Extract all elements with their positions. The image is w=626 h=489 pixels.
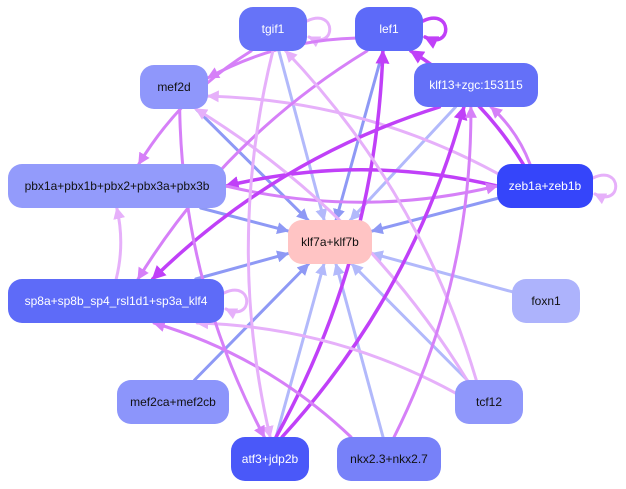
node-label: nkx2.3+nkx2.7 <box>350 452 428 466</box>
edge-zeb1-to-klf13 <box>489 105 532 166</box>
node-box[interactable] <box>512 279 580 323</box>
node-box[interactable] <box>455 380 523 424</box>
node-klf7[interactable]: klf7a+klf7b <box>288 220 372 264</box>
edge-sp8-to-pbx <box>113 206 126 281</box>
edge-tcf12-to-tgif1 <box>284 49 478 382</box>
edge-tcf12-to-sp8 <box>195 317 457 395</box>
node-zeb1[interactable]: zeb1a+zeb1b <box>497 164 593 208</box>
edge-atf3-to-klf7 <box>274 262 327 439</box>
node-label: klf13+zgc:153115 <box>429 78 523 92</box>
node-label: lef1 <box>379 22 399 36</box>
node-label: mef2d <box>157 80 190 94</box>
node-atf3[interactable]: atf3+jdp2b <box>231 437 309 481</box>
edge-sp8-to-klf7 <box>194 250 290 281</box>
node-nkx2[interactable]: nkx2.3+nkx2.7 <box>337 437 441 481</box>
node-box[interactable] <box>288 220 372 264</box>
edge-foxn1-to-klf7 <box>370 250 514 294</box>
edge-zeb1-to-mef2d <box>206 90 499 175</box>
node-box[interactable] <box>355 7 423 51</box>
edge-nkx2-to-sp8 <box>152 320 353 439</box>
node-box[interactable] <box>8 164 226 208</box>
node-box[interactable] <box>337 437 441 481</box>
edge-tgif1-to-tgif1 <box>305 16 332 48</box>
edge-tgif1-to-klf7 <box>277 49 328 222</box>
node-box[interactable] <box>140 65 208 109</box>
node-label: foxn1 <box>531 294 561 308</box>
node-pbx[interactable]: pbx1a+pbx1b+pbx2+pbx3a+pbx3b <box>8 164 226 208</box>
edge-zeb1-to-zeb1 <box>591 173 618 205</box>
node-foxn1[interactable]: foxn1 <box>512 279 580 323</box>
node-klf13[interactable]: klf13+zgc:153115 <box>414 63 538 107</box>
edge-lef1-to-lef1 <box>421 16 448 49</box>
edge-lef1-to-sp8 <box>136 49 369 281</box>
node-tgif1[interactable]: tgif1 <box>239 7 307 51</box>
node-label: atf3+jdp2b <box>242 452 299 466</box>
edge-zeb1-to-pbx <box>224 168 499 190</box>
node-label: pbx1a+pbx1b+pbx2+pbx3a+pbx3b <box>25 179 210 193</box>
node-label: mef2ca+mef2cb <box>130 395 216 409</box>
node-lef1[interactable]: lef1 <box>355 7 423 51</box>
node-label: zeb1a+zeb1b <box>509 179 582 193</box>
edge-tgif1-to-atf3 <box>246 49 275 439</box>
node-box[interactable] <box>497 164 593 208</box>
edge-pbx-to-klf7 <box>199 206 290 235</box>
edges-layer <box>113 16 618 439</box>
edge-zeb1-to-klf7 <box>370 197 499 235</box>
node-label: klf7a+klf7b <box>301 235 359 249</box>
node-mef2d[interactable]: mef2d <box>140 65 208 109</box>
node-box[interactable] <box>231 437 309 481</box>
nodes-layer: tgif1 lef1 mef2d klf13+zgc:153115 pbx1a+pbx1… <box>8 7 593 481</box>
edge-mef2d-to-atf3 <box>178 107 266 439</box>
edge-nkx2-to-klf13 <box>392 105 477 439</box>
node-label: tcf12 <box>476 395 502 409</box>
node-box[interactable] <box>117 380 229 424</box>
edge-klf13-to-sp8 <box>150 105 442 281</box>
node-label: tgif1 <box>262 22 285 36</box>
node-box[interactable] <box>239 7 307 51</box>
node-box[interactable] <box>8 279 224 323</box>
node-label: sp8a+sp8b_sp4_rsl1d1+sp3a_klf4 <box>25 294 208 308</box>
node-mef2c[interactable]: mef2ca+mef2cb <box>117 380 229 424</box>
node-tcf12[interactable]: tcf12 <box>455 380 523 424</box>
edge-sp8-to-sp8 <box>222 288 249 320</box>
edge-tcf12-to-klf7 <box>350 262 469 382</box>
node-box[interactable] <box>414 63 538 107</box>
node-sp8[interactable]: sp8a+sp8b_sp4_rsl1d1+sp3a_klf4 <box>8 279 224 323</box>
edge-atf3-to-klf13 <box>280 105 468 439</box>
